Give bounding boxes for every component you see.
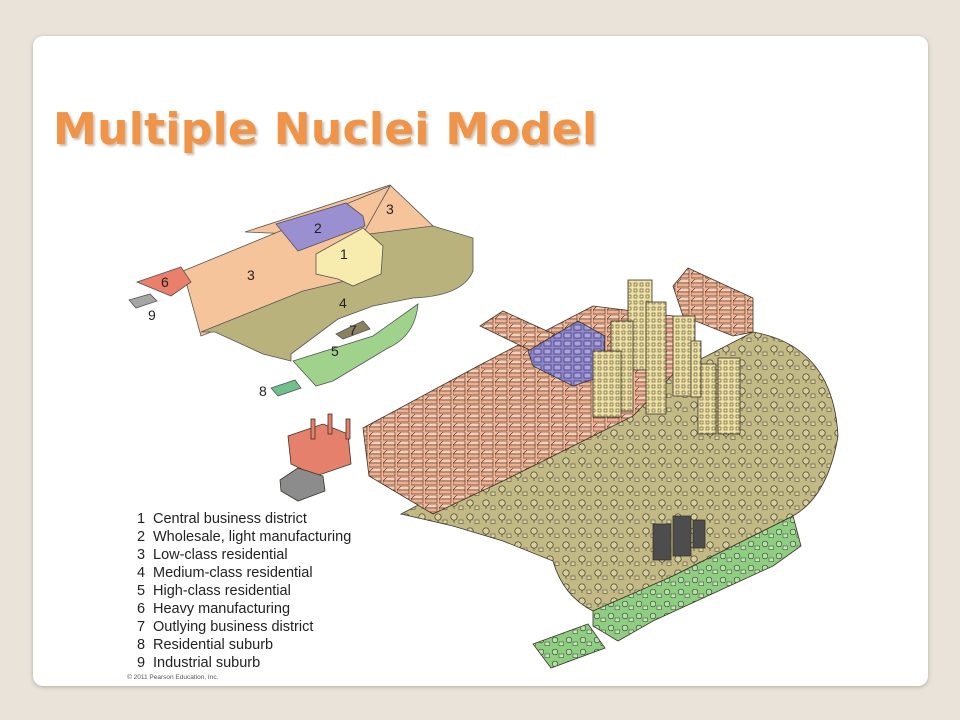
slide: Multiple Nuclei Model	[33, 36, 928, 686]
zone-4-medium-class	[200, 225, 474, 362]
zone-label-5: 5	[331, 343, 339, 359]
zone-map	[128, 184, 474, 397]
zone-label-8: 8	[259, 383, 267, 399]
residential-suburb	[532, 623, 606, 669]
zone-6-heavy-manufacturing	[135, 266, 192, 297]
zone-label-6: 6	[161, 274, 169, 290]
zone-5-high-class	[292, 303, 419, 387]
zone-8-residential-suburb	[270, 379, 302, 397]
zone-2-wholesale	[275, 202, 366, 252]
cbd-towers	[592, 279, 741, 435]
zone-labels: 2 3 1 6 3 9 4 7 5 8	[148, 201, 394, 399]
zone-9-industrial-suburb	[128, 293, 158, 309]
zone-label-3-top: 3	[386, 201, 394, 217]
zone-label-3-left: 3	[247, 267, 255, 283]
zone-label-7: 7	[349, 322, 357, 338]
heavy-manufacturing-factory	[287, 413, 352, 477]
zone-label-1: 1	[340, 246, 348, 262]
zone-label-2: 2	[314, 220, 322, 236]
copyright-notice: © 2011 Pearson Education, Inc.	[127, 674, 219, 681]
high-class-residential	[592, 515, 802, 642]
zone-label-9: 9	[148, 307, 156, 323]
slide-title: Multiple Nuclei Model	[53, 104, 598, 155]
zone-1-cbd	[315, 227, 384, 287]
city-illustration	[279, 267, 839, 669]
industrial-suburb-buildings	[279, 467, 326, 502]
outlying-business-towers	[652, 515, 706, 561]
zone-7-outlying	[335, 320, 371, 340]
multiple-nuclei-diagram: 2 3 1 6 3 9 4 7 5 8	[128, 184, 839, 669]
zone-label-4: 4	[339, 295, 347, 311]
